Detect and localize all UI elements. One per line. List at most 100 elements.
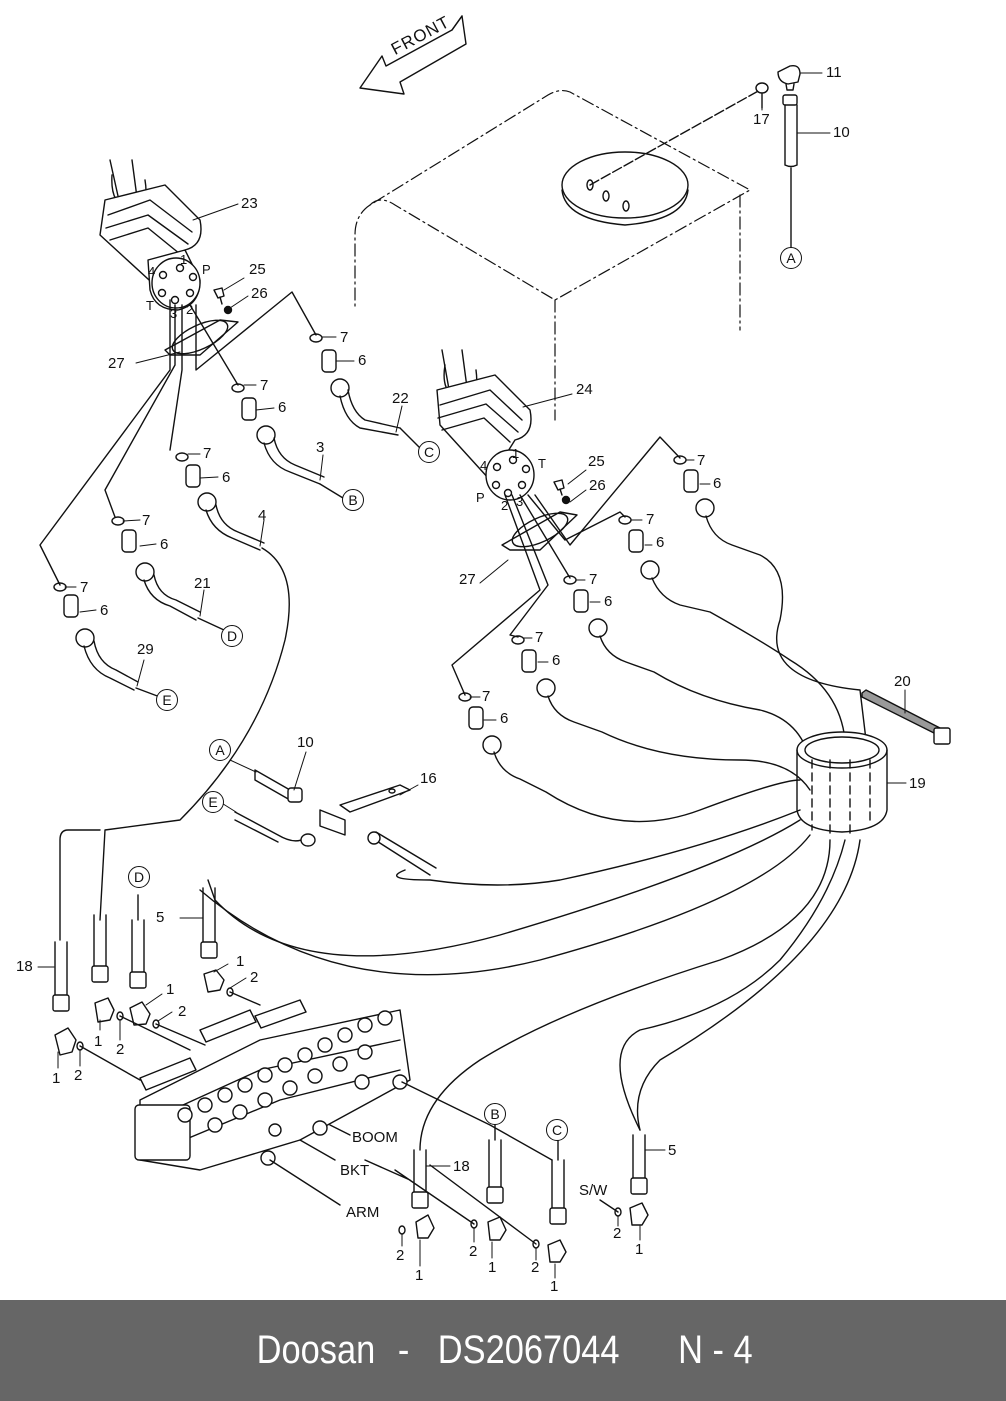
function-label-bkt: BKT xyxy=(340,1162,370,1179)
hoses-right xyxy=(458,455,867,823)
callout-6: 6 xyxy=(358,352,367,369)
port-label: 4 xyxy=(148,264,156,279)
connector-e: E xyxy=(202,791,224,813)
connector-c: C xyxy=(418,441,440,463)
callout-7: 7 xyxy=(589,571,598,588)
footer-separator: - xyxy=(398,1328,410,1372)
callout-2: 2 xyxy=(116,1041,125,1058)
hose-sleeve-19 xyxy=(796,731,888,836)
callout-7: 7 xyxy=(482,688,491,705)
callout-7: 7 xyxy=(646,511,655,528)
connector-d: D xyxy=(221,625,243,647)
connector-e: E xyxy=(156,689,178,711)
callout-leaders xyxy=(37,72,907,1279)
bolt-25-left xyxy=(213,287,225,305)
callout-5: 5 xyxy=(156,909,165,926)
port-label: 1 xyxy=(512,446,520,461)
callout-26: 26 xyxy=(251,285,268,302)
callout-5: 5 xyxy=(668,1142,677,1159)
callout-10: 10 xyxy=(833,124,850,141)
callout-2: 2 xyxy=(531,1259,540,1276)
routing-hoses-lower xyxy=(59,809,861,1151)
callout-6: 6 xyxy=(222,469,231,486)
callout-7: 7 xyxy=(142,512,151,529)
callout-1: 1 xyxy=(550,1278,559,1295)
callout-19: 19 xyxy=(909,775,926,792)
callout-6: 6 xyxy=(278,399,287,416)
callout-1: 1 xyxy=(236,953,245,970)
callout-2: 2 xyxy=(178,1003,187,1020)
callout-1: 1 xyxy=(415,1267,424,1284)
tank-outline xyxy=(354,89,751,421)
footer-section: N - 4 xyxy=(677,1328,753,1372)
port-label: 3 xyxy=(170,306,178,321)
callout-6: 6 xyxy=(552,652,561,669)
callout-3: 3 xyxy=(316,439,325,456)
hose-10-top xyxy=(782,94,798,251)
parts-diagram: FRONT 11 17 10 23 25 26 27 7 6 22 7 6 3 … xyxy=(16,12,951,1295)
footer-part-number: DS2067044 xyxy=(437,1328,620,1372)
callout-27: 27 xyxy=(108,355,125,372)
port-label: P xyxy=(202,262,211,277)
valve-leader-lines xyxy=(79,991,619,1245)
port-label: 1 xyxy=(180,252,188,267)
callout-1: 1 xyxy=(94,1033,103,1050)
connector-b: B xyxy=(484,1103,506,1125)
lower-hose-ends xyxy=(52,887,648,1225)
callout-16: 16 xyxy=(420,770,437,787)
callout-23: 23 xyxy=(241,195,258,212)
footer-bar: Doosan - DS2067044 N - 4 xyxy=(0,1300,1006,1401)
callout-18: 18 xyxy=(16,958,33,975)
connector-d: D xyxy=(128,866,150,888)
diagram-artwork xyxy=(37,15,951,1279)
connector-c: C xyxy=(546,1119,568,1141)
cable-tie-20 xyxy=(861,689,951,745)
callout-2: 2 xyxy=(469,1243,478,1260)
hose-21 xyxy=(111,516,225,631)
port-label: 4 xyxy=(480,458,488,473)
callout-27: 27 xyxy=(459,571,476,588)
callout-7: 7 xyxy=(203,445,212,462)
washer-26-right xyxy=(561,495,571,505)
callout-7: 7 xyxy=(260,377,269,394)
hose-22 xyxy=(309,333,421,449)
callout-1: 1 xyxy=(52,1070,61,1087)
callout-22: 22 xyxy=(392,390,409,407)
port-label: T xyxy=(538,456,546,471)
callout-1: 1 xyxy=(166,981,175,998)
port-label: 2 xyxy=(501,498,509,513)
connector-b: B xyxy=(342,489,364,511)
function-label-arm: ARM xyxy=(346,1204,380,1221)
callout-29: 29 xyxy=(137,641,154,658)
footer-brand: Doosan xyxy=(257,1328,376,1372)
callout-25: 25 xyxy=(588,453,605,470)
port-label: 3 xyxy=(516,494,524,509)
port-label: P xyxy=(476,490,485,505)
callout-20: 20 xyxy=(894,673,911,690)
callout-24: 24 xyxy=(576,381,593,398)
joystick-left-23 xyxy=(99,159,202,311)
function-label-boom: BOOM xyxy=(352,1129,398,1146)
callout-7: 7 xyxy=(340,329,349,346)
callout-7: 7 xyxy=(80,579,89,596)
callout-2: 2 xyxy=(396,1247,405,1264)
callout-2: 2 xyxy=(74,1067,83,1084)
callout-1: 1 xyxy=(488,1259,497,1276)
callout-10: 10 xyxy=(297,734,314,751)
callout-6: 6 xyxy=(500,710,509,727)
connector-a: A xyxy=(780,247,802,269)
port-label: 2 xyxy=(186,302,194,317)
pilot-lines-left xyxy=(39,291,317,586)
control-valve xyxy=(134,999,411,1171)
callout-11: 11 xyxy=(826,64,842,81)
callout-6: 6 xyxy=(713,475,722,492)
callout-6: 6 xyxy=(100,602,109,619)
callout-6: 6 xyxy=(160,536,169,553)
connector-a: A xyxy=(209,739,231,761)
elbow-fitting-11 xyxy=(777,64,801,91)
callout-18: 18 xyxy=(453,1158,470,1175)
callout-26: 26 xyxy=(589,477,606,494)
callout-17: 17 xyxy=(753,111,770,128)
callout-6: 6 xyxy=(604,593,613,610)
port-label: T xyxy=(146,298,154,313)
